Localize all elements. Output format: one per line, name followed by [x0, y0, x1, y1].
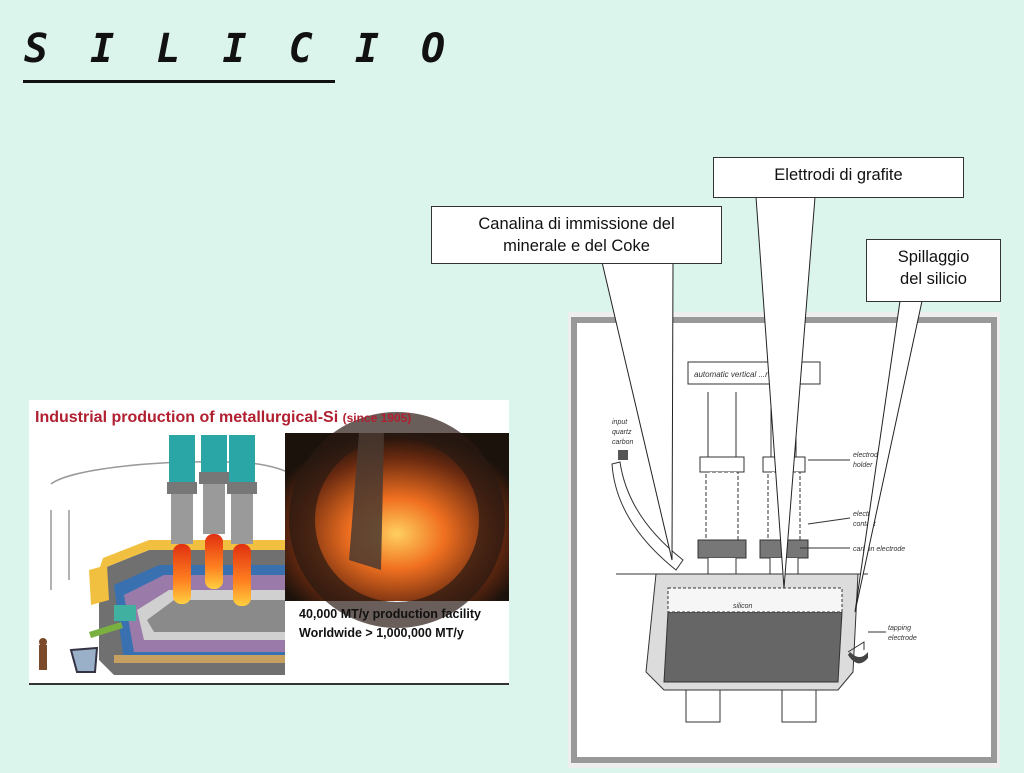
- fact-facility: 40,000 MT/y production facility: [299, 607, 481, 621]
- callout-feed-line-1: Canalina di immissione del: [478, 215, 675, 233]
- callout-tapping-line-2: del silicio: [900, 270, 967, 288]
- electrodes-callout-pointer: [755, 196, 816, 589]
- electrodes-group: [167, 435, 257, 606]
- industrial-production-figure: Industrial production of metallurgical-S…: [29, 400, 509, 685]
- label-contact-2: contact: [853, 521, 877, 528]
- schematic-label-top: automatic vertical ...r: [694, 370, 768, 379]
- label-silicon: silicon: [733, 603, 753, 610]
- label-tapping-2: electrode: [888, 635, 917, 642]
- label-holder-1: electrode: [853, 452, 882, 459]
- callout-tapping-line-1: Spillaggio: [897, 248, 970, 266]
- fact-worldwide: Worldwide > 1,000,000 MT/y: [299, 626, 464, 640]
- production-facts: 40,000 MT/y production facility Worldwid…: [299, 605, 481, 643]
- title-underline: [23, 80, 335, 83]
- label-tapping-1: tapping: [888, 625, 911, 632]
- furnace-cutaway-illustration: [29, 412, 509, 685]
- heading-since: (since 1905): [342, 411, 412, 425]
- callout-feed-line-2: minerale e del Coke: [503, 237, 650, 255]
- callout-tapping: Spillaggio del silicio: [866, 239, 1001, 302]
- callout-electrodes-text: Elettrodi di grafite: [774, 166, 903, 184]
- label-carbon-electrode: carbon electrode: [853, 546, 905, 553]
- label-holder-2: holder: [853, 462, 873, 469]
- label-quartz: quartz: [612, 429, 632, 436]
- label-contact-1: electric: [853, 511, 876, 518]
- tapping-callout-pointer: [854, 300, 923, 613]
- callout-electrodes: Elettrodi di grafite: [713, 157, 964, 198]
- figure-heading: Industrial production of metallurgical-S…: [35, 409, 411, 427]
- feed-callout-pointer: [601, 261, 674, 561]
- callout-feed-chute: Canalina di immissione del minerale e de…: [431, 206, 722, 264]
- slide-title: S I L I C I O: [24, 26, 455, 72]
- heading-text: Industrial production of metallurgical-S…: [35, 409, 339, 426]
- label-carbon: carbon: [612, 439, 634, 446]
- label-input: input: [612, 419, 628, 426]
